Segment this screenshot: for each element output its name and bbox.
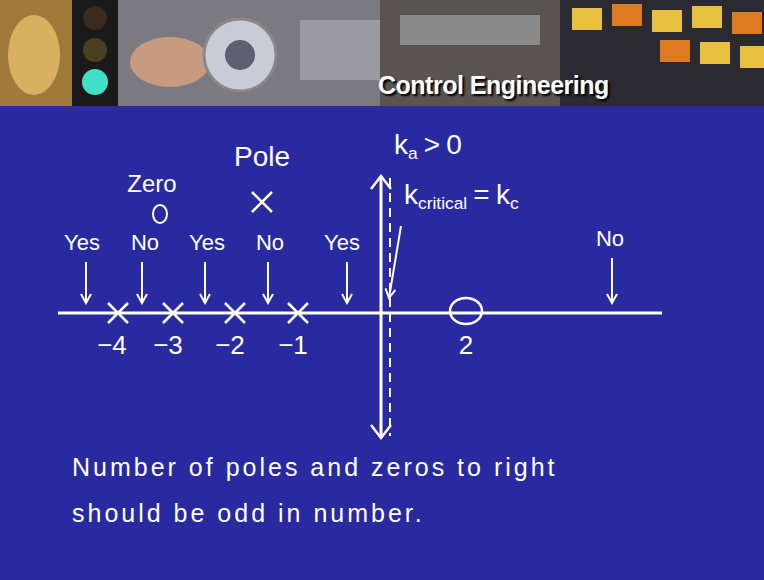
pole-symbol: [108, 303, 128, 323]
banner-figure: [8, 15, 60, 95]
banner-key: [660, 40, 690, 62]
label-box: No: [131, 230, 159, 256]
pointer-arrow: [204, 262, 206, 303]
legend-entry: Zero: [127, 170, 176, 199]
yes-no-label: No: [596, 226, 624, 251]
banner-title-box: Control Engineering: [378, 70, 609, 100]
banner-lens: [225, 40, 255, 70]
banner-machine: [400, 15, 540, 45]
label-box: No: [256, 230, 284, 256]
label-box: −3: [153, 330, 183, 361]
caption-box: Number of poles and zeros to right shoul…: [72, 444, 652, 536]
pole-symbol: [225, 303, 245, 323]
banner-key: [740, 46, 764, 68]
banner-figure: [0, 0, 72, 106]
subscript: a: [408, 143, 418, 163]
label-box: Yes: [189, 230, 225, 256]
legend-zero-sample: [153, 205, 167, 223]
axis-number: 2: [459, 330, 473, 360]
banner-lens: [204, 19, 276, 91]
label-box: No: [596, 226, 624, 252]
pointer-arrow: [267, 262, 269, 303]
pointer-arrow: [85, 262, 87, 303]
formula-symbol: =: [473, 179, 489, 210]
label-box: −1: [278, 330, 308, 361]
legend-text: Pole: [234, 141, 290, 172]
zero-symbol: [450, 298, 482, 324]
yes-no-label: No: [131, 230, 159, 255]
leader-arrow: [389, 226, 401, 298]
banner-key: [732, 12, 762, 34]
banner: [0, 0, 764, 106]
legend-entry: Pole: [234, 140, 290, 174]
axis-number: −2: [215, 330, 245, 360]
axis-arrowhead: [371, 176, 391, 189]
banner-key: [652, 10, 682, 32]
label-box: −2: [215, 330, 245, 361]
traffic-light: [72, 0, 118, 106]
caption: Number of poles and zeros to right shoul…: [72, 453, 558, 527]
banner-photo: [118, 0, 380, 106]
traffic-light-lamp: [83, 6, 107, 30]
banner-key: [572, 8, 602, 30]
gain-formula: ka >0: [394, 128, 462, 164]
slide-title: Control Engineering: [378, 71, 609, 99]
yes-no-label: No: [256, 230, 284, 255]
label-box: 2: [459, 330, 473, 361]
formula-symbol: 0: [446, 129, 462, 160]
formula-symbol: >: [424, 129, 440, 160]
pole-symbol: [288, 303, 308, 323]
axis-arrowhead: [371, 425, 391, 438]
banner-device: [300, 20, 380, 80]
subscript: critical: [418, 193, 467, 213]
formula-symbol: k: [394, 129, 408, 160]
legend-text: Zero: [127, 170, 176, 197]
label-box: −4: [97, 330, 127, 361]
gain-formula: kcritical=kc: [404, 178, 519, 214]
axis-number: −4: [97, 330, 127, 360]
traffic-light-lamp: [82, 69, 108, 95]
pointer-arrow: [141, 262, 143, 303]
pointer-arrow: [611, 258, 613, 303]
yes-no-label: Yes: [324, 230, 360, 255]
axis-number: −3: [153, 330, 183, 360]
legend-pole-sample: [252, 192, 272, 212]
yes-no-label: Yes: [64, 230, 100, 255]
yes-no-label: Yes: [189, 230, 225, 255]
label-box: Yes: [64, 230, 100, 256]
subscript: c: [510, 193, 519, 213]
axis-number: −1: [278, 330, 308, 360]
banner-key: [692, 6, 722, 28]
real-axis: [58, 312, 662, 315]
pole-symbol: [163, 303, 183, 323]
label-box: Yes: [324, 230, 360, 256]
banner-hand: [130, 37, 210, 87]
imaginary-axis: [380, 176, 383, 438]
pointer-arrow: [346, 262, 348, 303]
formula-symbol: k: [496, 179, 510, 210]
traffic-light-lamp: [83, 38, 107, 62]
banner-key: [700, 42, 730, 64]
banner-key: [612, 4, 642, 26]
slide-ground: [0, 106, 764, 580]
formula-symbol: k: [404, 179, 418, 210]
critical-gain-line: [389, 178, 391, 436]
